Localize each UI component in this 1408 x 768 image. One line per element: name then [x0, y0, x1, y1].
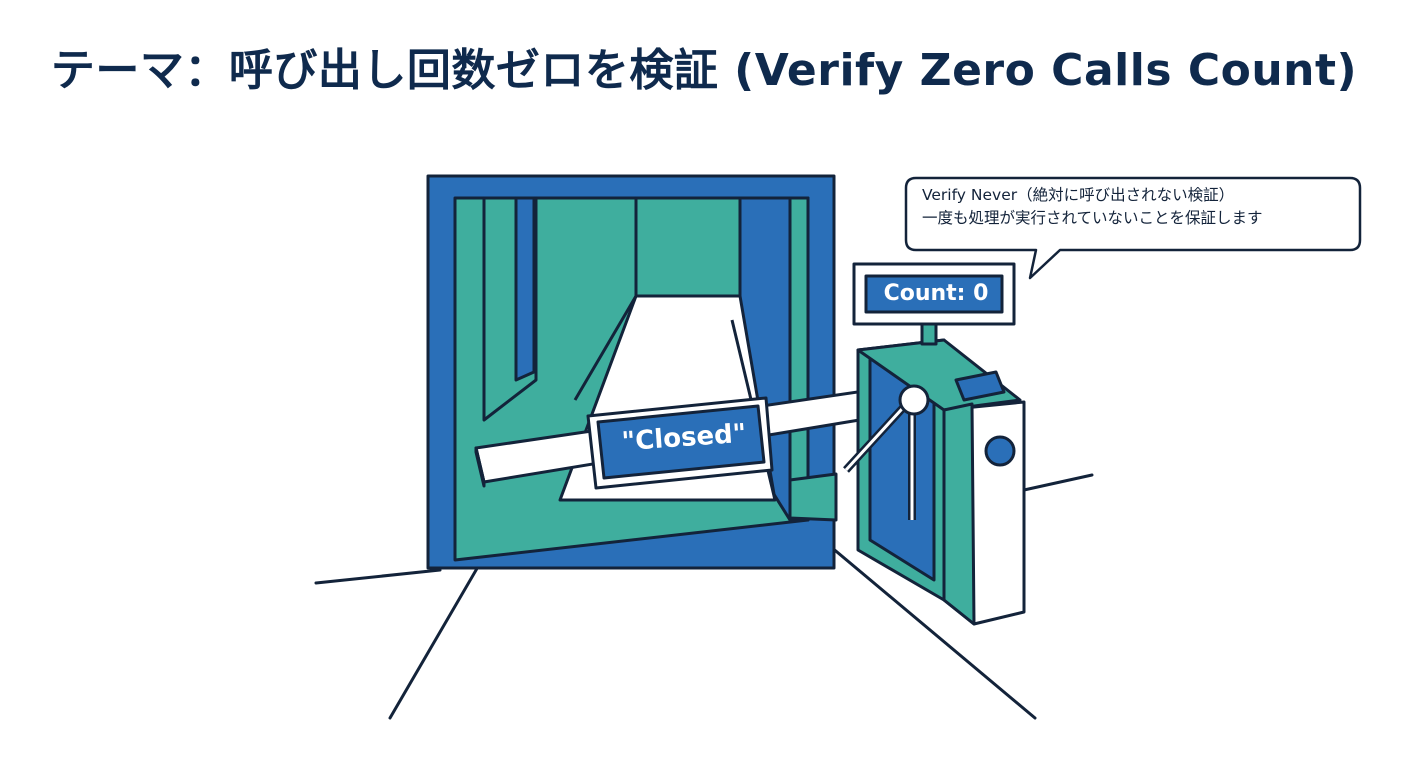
callout-bubble [904, 176, 1362, 280]
closed-sign-label: "Closed" [620, 418, 748, 458]
callout-line-1: Verify Never（絶対に呼び出されない検証） [922, 186, 1235, 204]
closed-sign [586, 396, 774, 490]
tunnel-gate [426, 174, 836, 570]
callout-text: Verify Never（絶対に呼び出されない検証） 一度も処理が実行されていな… [922, 184, 1352, 230]
callout-line-2: 一度も処理が実行されていないことを保証します [922, 209, 1263, 227]
counter-display [852, 262, 1016, 346]
page-title: テーマ：呼び出し回数ゼロを検証 (Verify Zero Calls Count… [50, 45, 1358, 96]
turnstile [788, 338, 1026, 626]
counter-label: Count: 0 [883, 281, 989, 306]
